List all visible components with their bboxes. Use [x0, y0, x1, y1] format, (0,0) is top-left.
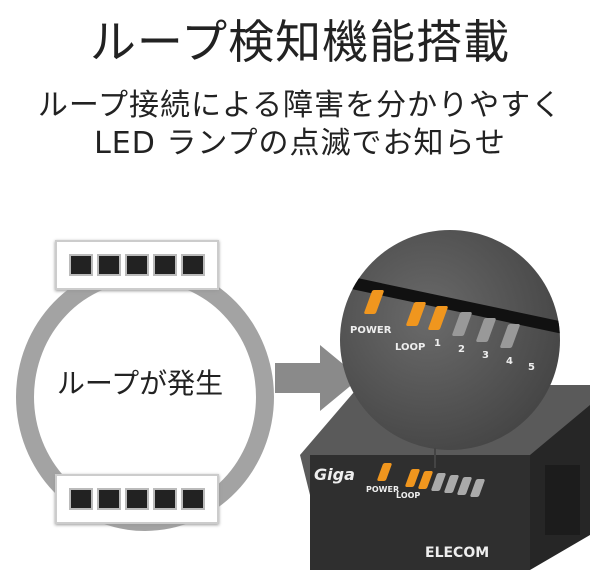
power-label: POWER	[366, 485, 400, 494]
zoom-power-label: POWER	[350, 325, 392, 336]
arrow-right-icon	[275, 345, 360, 411]
subtitle-line-1: ループ接続による障害を分かりやすく	[37, 88, 563, 123]
page-title: ループ検知機能搭載	[89, 15, 511, 69]
zoom-port-4-num: 4	[506, 356, 513, 367]
brand-logo: ELECOM	[425, 545, 490, 561]
zoom-loop-label: LOOP	[395, 342, 426, 353]
zoom-port-1-num: 1	[434, 338, 441, 349]
zoom-loop-led	[405, 302, 427, 326]
zoom-port-3-led	[475, 318, 497, 342]
zoom-port-1-led	[427, 306, 449, 330]
zoom-port-2-led	[451, 312, 473, 336]
callout-pointer	[434, 448, 436, 468]
switch-top-icon	[55, 240, 219, 290]
zoom-port-2-num: 2	[458, 344, 465, 355]
loop-label-device: LOOP	[396, 491, 421, 500]
zoom-port-4-led	[499, 324, 521, 348]
giga-logo: Giga	[314, 465, 355, 484]
zoom-port-3-num: 3	[482, 350, 489, 361]
switch-bottom-icon	[55, 474, 219, 524]
subtitle-line-2: LED ランプの点滅でお知らせ	[94, 126, 506, 161]
loop-label: ループが発生	[56, 367, 224, 400]
led-zoom-callout: POWER LOOP 1 2 3 4 5	[340, 230, 560, 450]
zoom-port-5-num: 5	[528, 362, 535, 373]
zoom-power-led	[363, 290, 385, 314]
